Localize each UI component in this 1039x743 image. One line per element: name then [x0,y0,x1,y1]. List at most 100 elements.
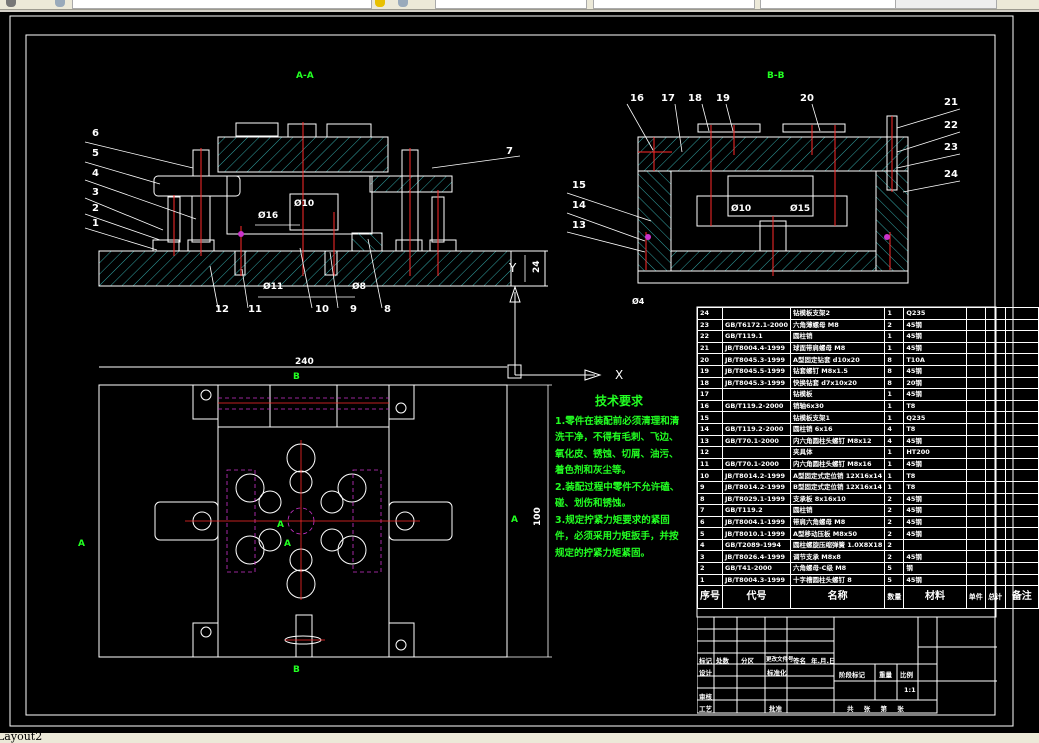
header-total-weight: 总计 [984,585,1006,610]
part-qty: 1 [884,446,905,459]
header-name: 名称 [789,585,886,610]
part-label-16: 16 [630,93,644,104]
part-material: 45钢 [903,504,967,517]
linetype-dropdown[interactable] [593,0,755,9]
part-qty: 2 [884,527,905,540]
part-unit-weight [965,480,986,494]
part-name: A型移动压板 M8x50 [789,527,886,540]
svg-text:A: A [511,515,518,525]
part-unit-weight [965,388,986,401]
part-no: 15 [697,411,723,424]
part-unit-weight [965,307,986,320]
part-remarks [1004,388,1039,401]
part-code: JB/T8045.5-1999 [722,364,791,378]
part-no: 4 [697,538,723,552]
part-name: 内六角圆柱头螺钉 M8x12 [789,434,886,448]
part-label-18: 18 [688,93,702,104]
header-material: 材料 [903,585,967,610]
layout-tabs-bar: Layout2 [0,733,1039,743]
part-material: 45钢 [903,492,967,506]
part-label-10: 10 [315,304,329,315]
layer-icon[interactable] [6,0,16,7]
part-label-22: 22 [944,120,958,131]
part-code [722,388,791,401]
part-code [722,446,791,459]
plan-hidden-lines [218,397,389,573]
part-code [722,307,791,320]
part-code: JB/T8045.3-1999 [722,353,791,366]
part-no: 23 [697,318,723,332]
part-total-weight [984,399,1006,413]
layer-states-icon[interactable] [55,0,65,7]
part-qty: 5 [884,562,905,575]
part-label-20: 20 [800,93,814,104]
part-remarks [1004,492,1039,506]
title-block-grid [697,617,997,714]
header-qty: 数量 [884,585,905,610]
part-total-weight [984,434,1006,448]
part-qty: 4 [884,422,905,436]
section-aa-title: A-A [296,71,314,81]
part-total-weight [984,538,1006,552]
part-material: Q235 [903,411,967,424]
parts-list-header: 序号 代号 名称 数量 材料 单件 总计 备注 [697,585,1039,610]
part-name: 调节支承 M8x8 [789,550,886,564]
part-no: 24 [697,307,723,320]
part-remarks [1004,504,1039,517]
toolbar [0,0,1039,10]
lineweight-dropdown[interactable] [760,0,902,9]
part-name: 内六角圆柱头螺钉 M8x16 [789,457,886,471]
part-label-3: 3 [92,187,99,198]
section-bb-screws [238,231,890,240]
part-name: A型固定钻套 d10x20 [789,353,886,366]
part-total-weight [984,527,1006,540]
height-dimension: 100 [533,507,543,526]
drawing-svg: 6 5 4 3 2 1 7 12 11 10 9 8 Ø16 Ø10 Ø11 Ø… [9,15,1014,727]
plotstyle-dropdown[interactable] [895,0,997,9]
part-remarks [1004,469,1039,482]
part-remarks [1004,318,1039,332]
svg-text:Ø8: Ø8 [352,281,366,292]
part-code: GB/T70.1-2000 [722,457,791,471]
sheet-count: 共 张 第 张 [847,705,904,713]
part-qty: 2 [884,538,905,552]
part-material: 45钢 [903,330,967,343]
section-bb-labels: 16 17 18 19 20 21 22 23 24 15 14 13 Ø10 … [572,93,958,306]
ucs-y-label: Y [508,261,517,275]
part-remarks [1004,550,1039,564]
part-qty: 2 [884,504,905,517]
part-no: 19 [697,364,723,378]
part-total-weight [984,480,1006,494]
part-total-weight [984,469,1006,482]
color-dropdown[interactable] [435,0,587,9]
section-bb-centerlines [638,116,893,276]
part-unit-weight [965,399,986,413]
part-no: 11 [697,457,723,471]
part-material: 45钢 [903,388,967,401]
part-label-12: 12 [215,304,229,315]
approve-label: 批准 [769,705,782,713]
section-bb-leaders [566,103,961,253]
part-no: 1 [697,573,723,587]
layer-dropdown[interactable] [72,0,372,9]
part-unit-weight [965,341,986,355]
part-material: T8 [903,399,967,413]
layer-previous-icon[interactable] [398,0,408,7]
part-no: 9 [697,480,723,494]
part-unit-weight [965,504,986,517]
part-qty: 1 [884,480,905,494]
svg-text:Ø10: Ø10 [731,203,751,214]
part-remarks [1004,457,1039,471]
part-name: A型固定式定位销 12X16x14 [789,469,886,482]
drawing-canvas[interactable]: 6 5 4 3 2 1 7 12 11 10 9 8 Ø16 Ø10 Ø11 Ø… [0,12,1039,733]
tab-layout2[interactable]: Layout2 [0,733,43,743]
part-qty: 8 [884,353,905,366]
part-unit-weight [965,457,986,471]
part-label-13: 13 [572,220,586,231]
make-current-icon[interactable] [375,0,385,7]
